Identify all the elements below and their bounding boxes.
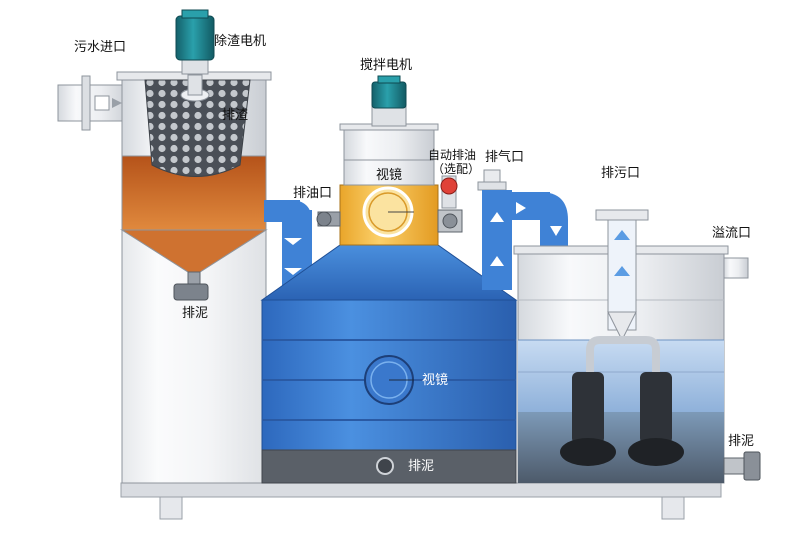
auto-oil-drain-label: 自动排油 (428, 148, 477, 162)
vent-connection (477, 169, 568, 290)
vent-label: 排气口 (485, 150, 525, 165)
oil-outlet-label: 排油口 (293, 186, 333, 201)
discharge-label: 排污口 (601, 166, 641, 181)
base-frame (120, 482, 722, 520)
auto-oil-drain-note: （选配） (432, 162, 481, 176)
inlet-label: 污水进口 (74, 40, 127, 55)
right-sludge-label: 排泥 (728, 434, 755, 449)
mid-sight-glass-label: 视镜 (422, 373, 449, 388)
lift-tank (513, 209, 761, 484)
mixer-motor-label: 搅拌电机 (360, 58, 413, 73)
slag-tank (57, 9, 272, 484)
mid-sludge-label: 排泥 (408, 459, 435, 474)
slag-outlet-label: 排渣 (222, 108, 249, 123)
top-sight-glass-label: 视镜 (376, 168, 403, 183)
slag-motor-label: 除渣电机 (214, 34, 267, 49)
overflow-label: 溢流口 (712, 226, 752, 241)
oil-separation-tank (260, 75, 518, 484)
left-sludge-label: 排泥 (182, 306, 209, 321)
